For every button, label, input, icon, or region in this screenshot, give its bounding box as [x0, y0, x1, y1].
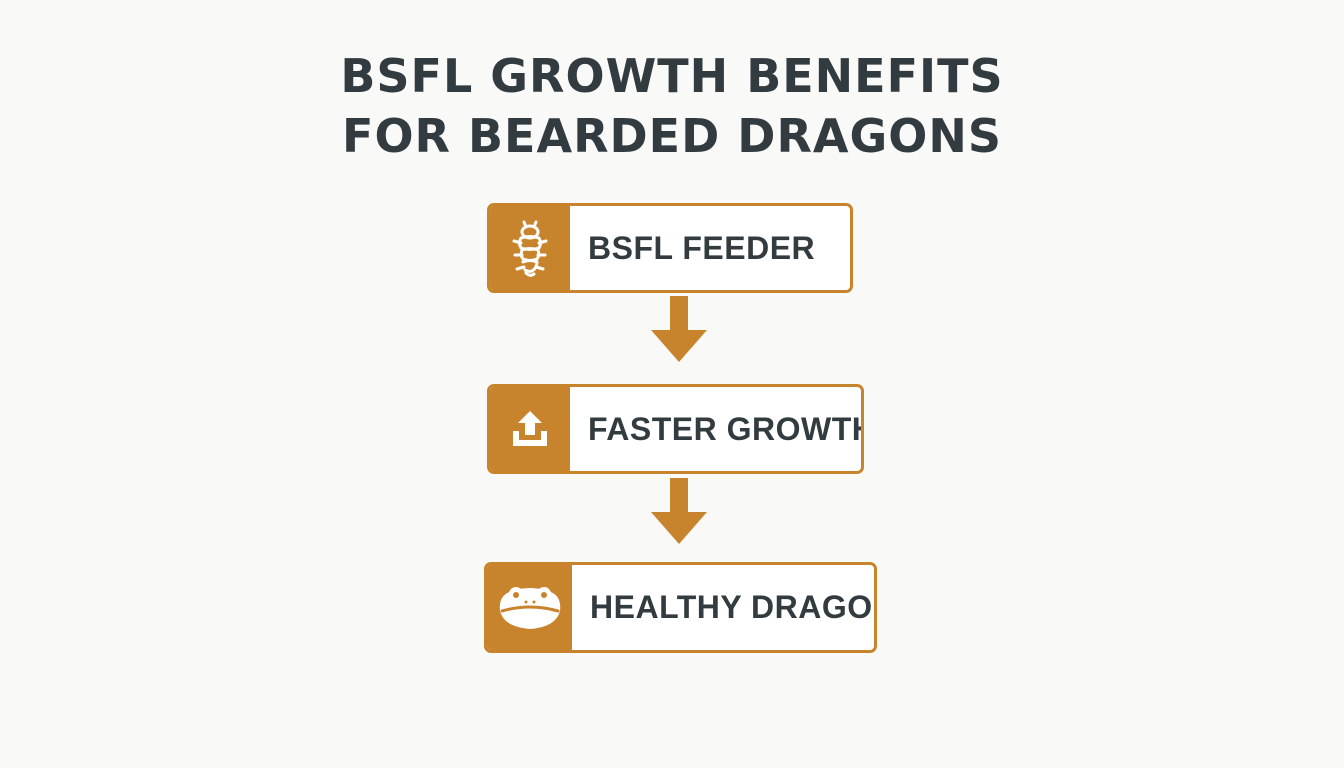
node-label: FASTER GROWTH	[588, 410, 864, 447]
node-icon-box	[487, 565, 572, 650]
node-label: BSFL FEEDER	[588, 229, 816, 266]
flow-node-faster-growth: FASTER GROWTH	[487, 384, 864, 474]
arrow-down-icon	[651, 296, 707, 362]
title-line-1: BSFL GROWTH BENEFITS	[340, 49, 1004, 103]
flow-node-bsfl-feeder: BSFL FEEDER	[487, 203, 853, 293]
node-icon-box	[490, 387, 570, 471]
diagram-title: BSFL GROWTH BENEFITS FOR BEARDED DRAGONS	[0, 46, 1344, 166]
node-icon-box	[490, 206, 570, 290]
title-line-2: FOR BEARDED DRAGONS	[342, 109, 1002, 163]
arrow-down-icon	[651, 478, 707, 544]
larva-icon	[512, 220, 548, 277]
dragon-face-icon	[499, 586, 560, 629]
upload-arrow-icon	[513, 411, 547, 446]
flow-node-healthy-dragon: HEALTHY DRAGON	[484, 562, 877, 653]
node-label: HEALTHY DRAGON	[590, 589, 877, 625]
